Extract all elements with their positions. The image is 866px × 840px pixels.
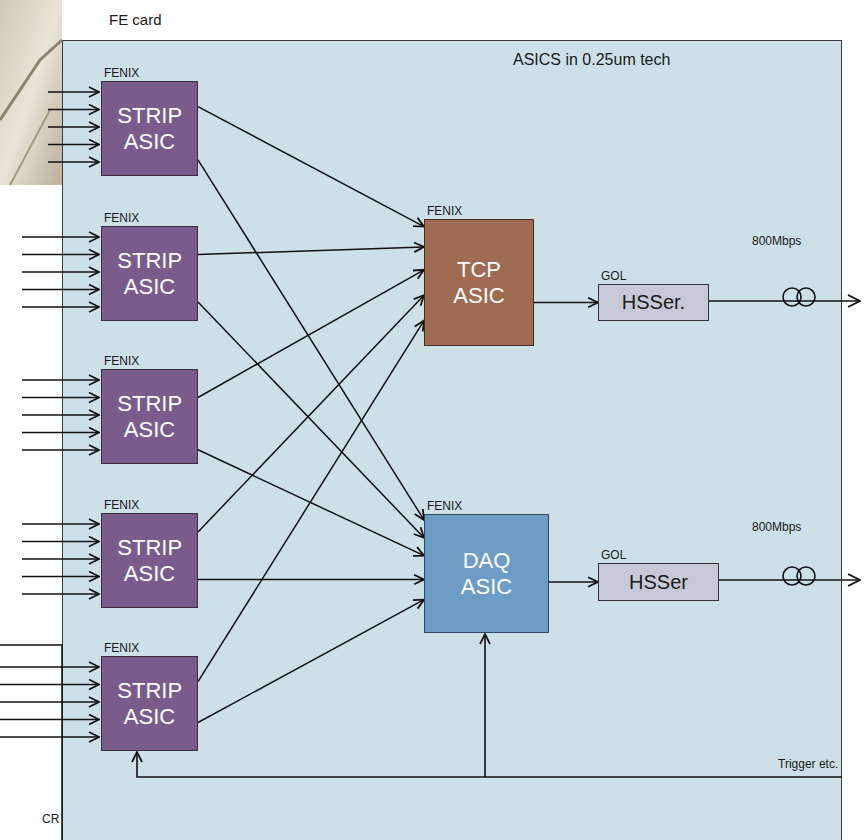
arrowhead bbox=[414, 575, 424, 585]
connector-line bbox=[534, 302, 598, 304]
strip-asic-box: FENIXSTRIP ASIC bbox=[101, 226, 198, 321]
chip-name: FENIX bbox=[427, 499, 462, 513]
chip-name: GOL bbox=[601, 269, 626, 283]
strip-asic-box: FENIXSTRIP ASIC bbox=[101, 513, 198, 608]
strip-asic-box: FENIXSTRIP ASIC bbox=[101, 656, 198, 751]
tcp-asic-box: FENIXTCP ASIC bbox=[424, 219, 534, 346]
arrowhead bbox=[414, 295, 424, 306]
connector-line bbox=[549, 581, 598, 583]
connector-line bbox=[198, 107, 424, 227]
arrowhead bbox=[588, 577, 598, 587]
block-label: HSSer. bbox=[622, 291, 685, 314]
board-label: CR bbox=[42, 812, 59, 826]
chip-name: FENIX bbox=[427, 204, 462, 218]
arrowhead bbox=[414, 243, 424, 253]
signal-label: Trigger etc. bbox=[778, 757, 838, 771]
bitrate-label: 800Mbps bbox=[752, 234, 801, 248]
chip-name: FENIX bbox=[104, 498, 139, 512]
signal-arrow bbox=[534, 298, 598, 308]
arrowhead bbox=[588, 298, 598, 308]
chip-name: FENIX bbox=[104, 66, 139, 80]
signal-arrow bbox=[549, 577, 598, 587]
serializer-box: GOLHSSer. bbox=[598, 284, 709, 321]
arrowhead bbox=[413, 600, 424, 609]
cr-box bbox=[0, 645, 62, 840]
serializer-box: GOLHSSer bbox=[598, 563, 719, 601]
strip-asic-box: FENIXSTRIP ASIC bbox=[101, 81, 198, 176]
block-label: DAQ ASIC bbox=[461, 548, 512, 599]
chip-name: FENIX bbox=[104, 211, 139, 225]
signal-arrow bbox=[198, 450, 424, 556]
chip-name: FENIX bbox=[104, 354, 139, 368]
bitrate-label: 800Mbps bbox=[752, 520, 801, 534]
connector-line bbox=[198, 247, 424, 255]
chip-name: FENIX bbox=[104, 641, 139, 655]
input-arrows bbox=[0, 92, 99, 737]
technology-note: ASICS in 0.25um tech bbox=[513, 51, 670, 69]
trigger-wire bbox=[137, 634, 842, 777]
arrowhead bbox=[415, 321, 424, 332]
arrowhead bbox=[415, 509, 424, 520]
block-label: STRIP ASIC bbox=[117, 103, 181, 154]
fe-card-panel: FE cardASICS in 0.25um techFENIXSTRIP AS… bbox=[62, 40, 842, 840]
connector-line bbox=[198, 270, 424, 398]
connector-line bbox=[198, 579, 424, 581]
signal-arrow bbox=[198, 321, 424, 682]
connector-line bbox=[198, 321, 424, 682]
signal-arrow bbox=[198, 243, 424, 255]
arrowhead bbox=[413, 547, 424, 556]
daq-asic-box: FENIXDAQ ASIC bbox=[424, 514, 549, 633]
block-label: STRIP ASIC bbox=[117, 535, 181, 586]
block-label: STRIP ASIC bbox=[117, 678, 181, 729]
arrowhead bbox=[413, 218, 424, 227]
signal-arrow bbox=[198, 295, 424, 532]
chip-name: GOL bbox=[601, 548, 626, 562]
signal-arrow bbox=[198, 575, 424, 585]
card-title: FE card bbox=[109, 11, 162, 28]
strip-asic-box: FENIXSTRIP ASIC bbox=[101, 369, 198, 464]
connector-line bbox=[198, 295, 424, 532]
arrowhead bbox=[413, 270, 424, 279]
arrowhead bbox=[414, 527, 424, 538]
connector-line bbox=[198, 450, 424, 556]
block-label: STRIP ASIC bbox=[117, 248, 181, 299]
signal-arrow bbox=[198, 107, 424, 227]
block-label: TCP ASIC bbox=[453, 257, 504, 308]
optical-output bbox=[709, 288, 860, 585]
signal-arrow bbox=[198, 270, 424, 398]
signal-arrow bbox=[198, 600, 424, 723]
connector-line bbox=[198, 600, 424, 723]
block-label: HSSer bbox=[629, 571, 688, 594]
block-label: STRIP ASIC bbox=[117, 391, 181, 442]
